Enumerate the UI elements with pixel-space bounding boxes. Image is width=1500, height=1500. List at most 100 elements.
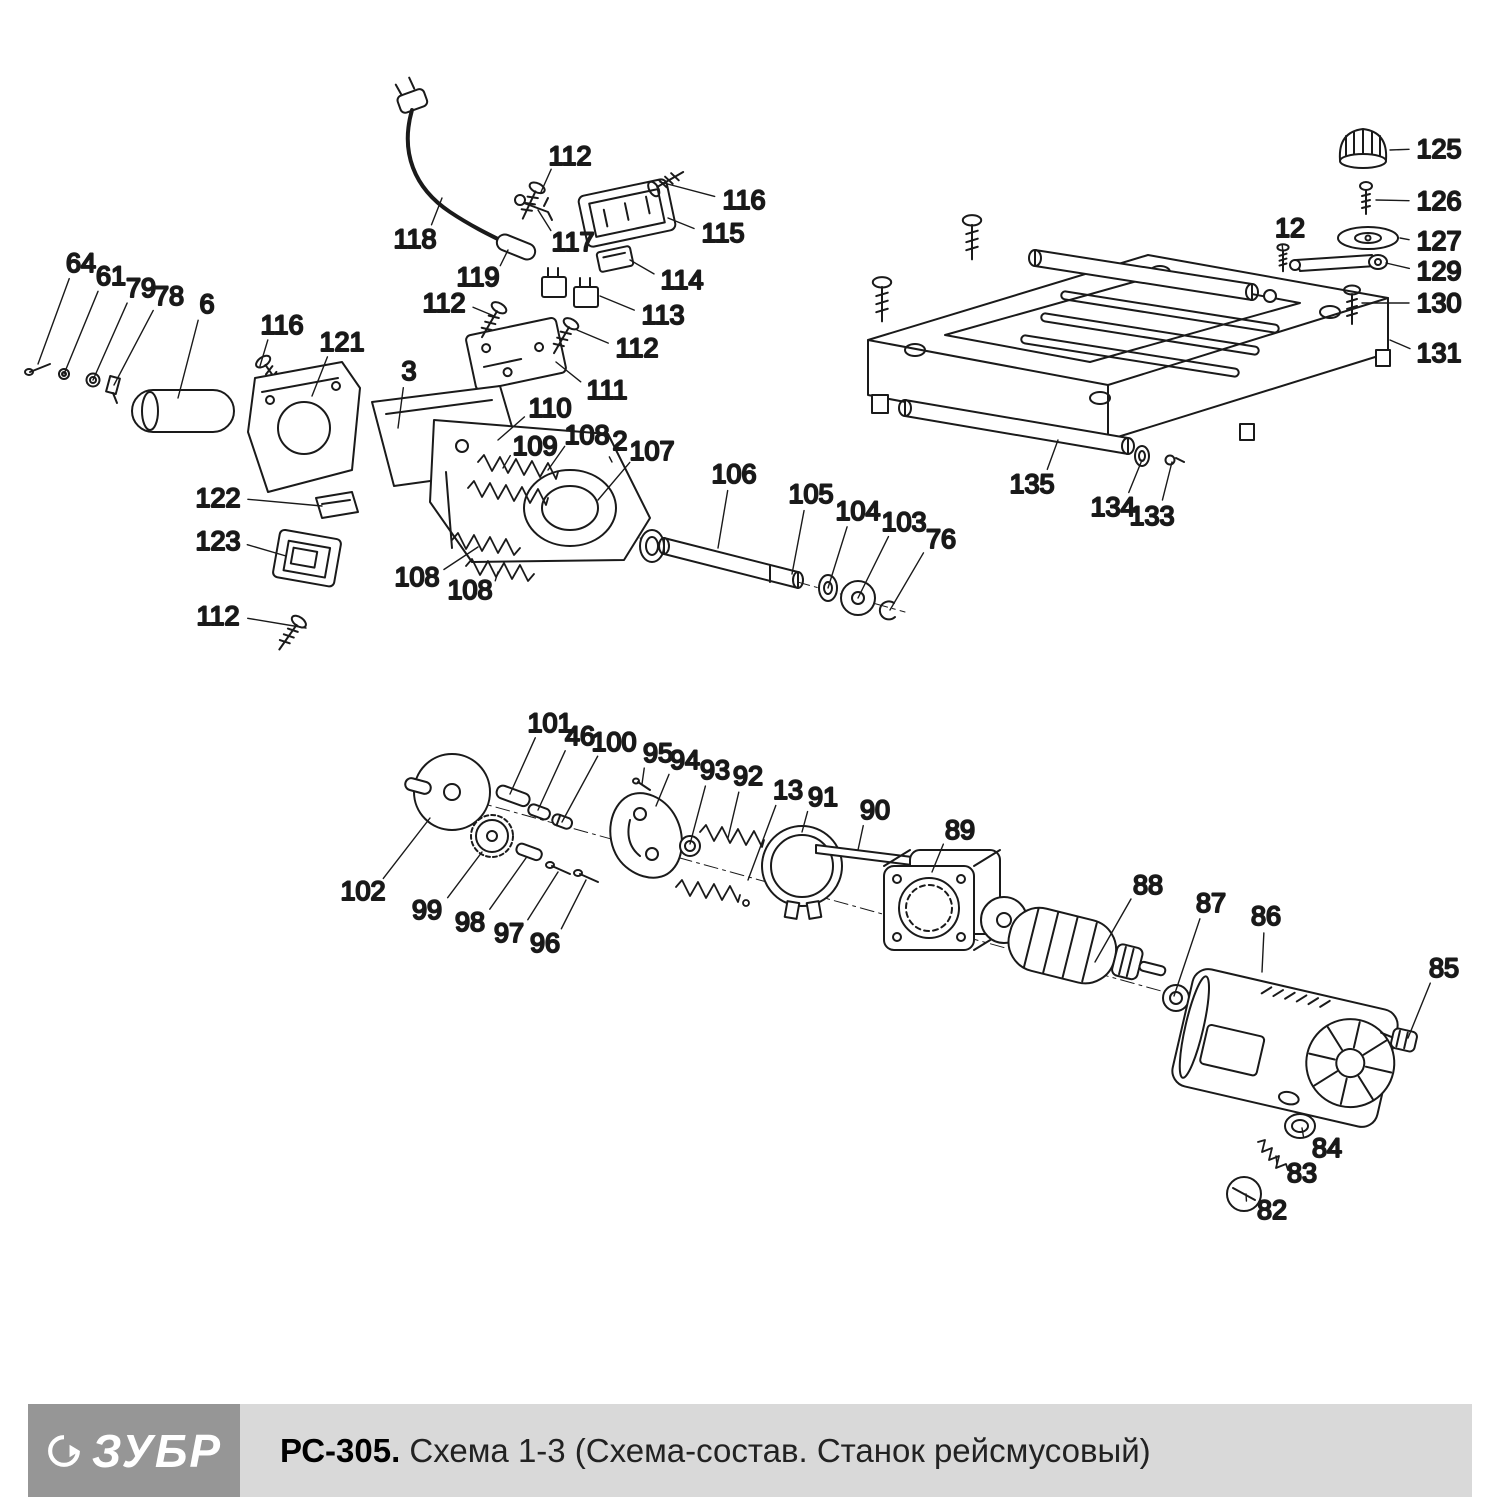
leader-line xyxy=(690,786,705,844)
part-number-label: 114 xyxy=(660,265,703,295)
leader-line xyxy=(247,545,286,556)
part-number-label: 102 xyxy=(340,876,385,906)
assembly-motor xyxy=(404,754,1418,1211)
leader-line xyxy=(398,388,403,428)
leader-line xyxy=(728,792,739,838)
part-number-label: 123 xyxy=(195,526,240,556)
pin-part-101 xyxy=(495,784,531,808)
part-number-label: 6 xyxy=(199,289,214,319)
part-number-label: 110 xyxy=(528,393,571,423)
leader-line xyxy=(383,818,430,878)
part-number-label: 100 xyxy=(591,727,636,757)
screw-112 xyxy=(271,612,309,656)
leader-line xyxy=(1129,460,1142,493)
leader-line xyxy=(528,872,558,920)
leader-line xyxy=(556,362,581,382)
gear-part-99 xyxy=(471,815,513,857)
roller-part-135 xyxy=(899,400,1134,454)
leader-line xyxy=(538,751,565,810)
part-number-label: 46 xyxy=(565,721,595,751)
part-number-label: 64 xyxy=(66,248,96,278)
handwheel-part-127 xyxy=(1338,227,1398,249)
clamp-ring-part-91 xyxy=(762,826,842,919)
part-number-label: 133 xyxy=(1129,501,1174,531)
insert-part-114 xyxy=(596,246,633,273)
part-number-label: 90 xyxy=(860,795,890,825)
part-number-label: 108 xyxy=(447,575,492,605)
part-number-label: 111 xyxy=(586,375,627,405)
part-number-label: 99 xyxy=(412,895,442,925)
part-number-label: 88 xyxy=(1133,870,1163,900)
shaft-part-106 xyxy=(659,538,803,588)
leader-line xyxy=(609,457,612,462)
screw-part-96 xyxy=(574,870,598,882)
leader-line xyxy=(473,307,494,316)
leader-line xyxy=(598,462,630,500)
part-number-label: 119 xyxy=(456,262,499,292)
leader-line xyxy=(248,618,306,628)
leader-line xyxy=(668,218,694,229)
brand-arrow-icon xyxy=(48,1434,80,1467)
leader-line xyxy=(660,182,715,196)
leader-line xyxy=(490,858,526,909)
cover-plate-part-115 xyxy=(578,178,677,248)
fastener-parts-64-78 xyxy=(25,364,120,403)
assembly-gearbox xyxy=(25,75,905,656)
rotor-part-88 xyxy=(1002,901,1173,1002)
screw-part-97 xyxy=(546,862,570,874)
leader-line xyxy=(630,260,654,274)
part-number-label: 104 xyxy=(835,496,880,526)
screw-part-126 xyxy=(1360,182,1372,214)
part-number-label: 85 xyxy=(1429,953,1459,983)
part-number-label: 116 xyxy=(260,310,303,340)
leader-line xyxy=(260,340,268,366)
lever-part-117 xyxy=(515,195,552,220)
bushing-part-134 xyxy=(1135,446,1149,466)
part-number-label: 89 xyxy=(945,815,975,845)
ring-part-93 xyxy=(680,836,700,856)
pin-part-133 xyxy=(1166,456,1185,465)
leader-line xyxy=(503,456,510,468)
part-number-label: 112 xyxy=(615,333,658,363)
leader-line xyxy=(1162,462,1172,500)
part-number-label: 95 xyxy=(643,738,673,768)
leader-line xyxy=(656,774,669,806)
brush-cap-part-82 xyxy=(1227,1177,1261,1211)
part-number-label: 108 xyxy=(564,420,609,450)
part-number-label: 61 xyxy=(96,261,126,291)
part-number-label: 91 xyxy=(808,782,838,812)
leader-line xyxy=(114,310,153,385)
part-number-label: 93 xyxy=(700,755,730,785)
part-number-label: 116 xyxy=(722,185,765,215)
crank-part-129 xyxy=(1290,255,1387,271)
leader-line xyxy=(642,768,644,784)
leader-line xyxy=(1276,1156,1277,1164)
part-number-label: 127 xyxy=(1416,226,1461,256)
leader-line xyxy=(510,738,535,794)
pin-part-46 xyxy=(527,803,551,821)
switch-part-123 xyxy=(272,529,341,587)
leader-line xyxy=(1390,149,1409,150)
part-number-label: 117 xyxy=(551,227,594,257)
brush-holder-part-84 xyxy=(1285,1114,1315,1138)
part-number-label: 130 xyxy=(1416,288,1461,318)
part-number-label: 98 xyxy=(455,907,485,937)
part-number-label: 106 xyxy=(711,459,756,489)
part-number-label: 112 xyxy=(196,601,239,631)
circlip-part-76 xyxy=(880,601,895,619)
leader-line xyxy=(718,491,728,548)
leader-line xyxy=(248,499,322,506)
leader-line xyxy=(541,169,551,192)
part-number-label: 87 xyxy=(1196,888,1226,918)
part-number-label: 97 xyxy=(494,918,524,948)
part-number-label: 134 xyxy=(1090,492,1135,522)
leader-line xyxy=(562,756,598,822)
part-number-label: 115 xyxy=(701,218,744,248)
part-number-label: 101 xyxy=(527,708,572,738)
screw-part-85 xyxy=(1378,1025,1418,1053)
part-number-label: 112 xyxy=(422,288,465,318)
part-number-label: 129 xyxy=(1416,256,1461,286)
part-number-label: 118 xyxy=(393,224,436,254)
part-number-label: 2 xyxy=(612,426,627,456)
